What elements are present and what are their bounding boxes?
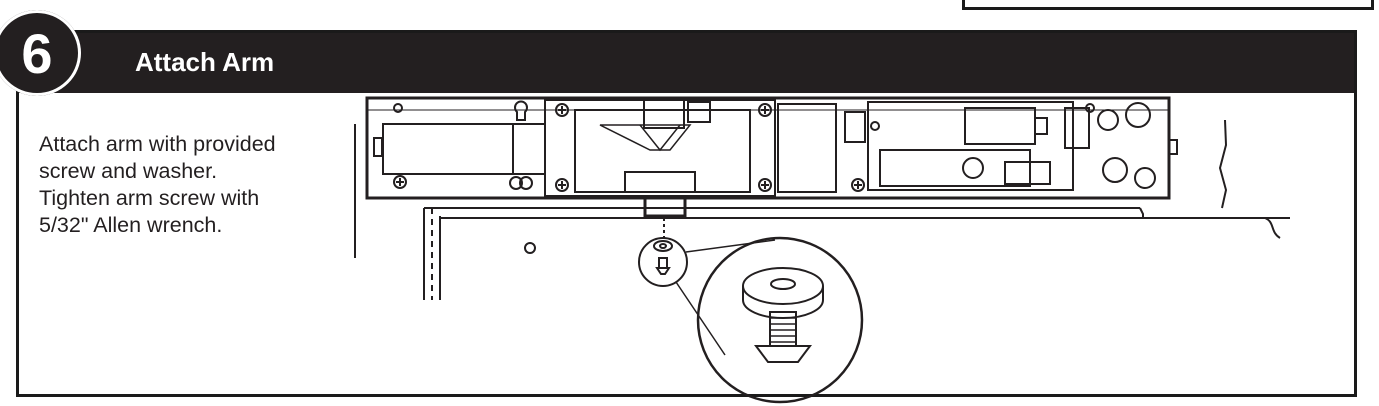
step-header: Attach Arm — [19, 33, 1354, 93]
instruction-line: Tighten arm screw with — [39, 186, 260, 210]
washer-screw-callout — [638, 237, 776, 356]
step-title: Attach Arm — [135, 47, 275, 77]
magnified-detail — [696, 236, 864, 404]
instruction-line: Attach arm with provided — [39, 132, 276, 156]
instructions-text: Attach arm with provided screw and washe… — [39, 131, 359, 239]
top-right-box — [962, 0, 1374, 10]
arm-mechanism — [544, 97, 776, 238]
step-number: 6 — [21, 21, 53, 85]
door-frame — [423, 119, 1290, 300]
step-number-badge: 6 — [0, 10, 81, 96]
instruction-line: 5/32" Allen wrench. — [39, 213, 223, 237]
controller-box — [777, 101, 1178, 193]
instruction-line: screw and washer. — [39, 159, 218, 183]
